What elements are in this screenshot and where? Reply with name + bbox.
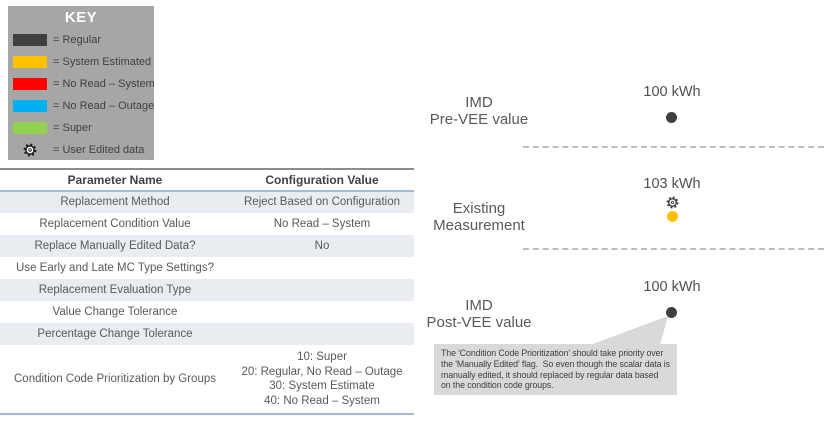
system-estimated-swatch bbox=[13, 56, 47, 68]
key-item-label: = Super bbox=[53, 122, 92, 134]
key-item-label: = No Read – Outage bbox=[53, 100, 155, 112]
configuration-value-cell bbox=[230, 279, 414, 301]
parameter-name-cell: Value Change Tolerance bbox=[52, 305, 178, 318]
configuration-value-cell: 10: Super 20: Regular, No Read – Outage … bbox=[230, 345, 414, 415]
existing-measurement-label: Existing Measurement bbox=[433, 200, 525, 234]
table-row: Replace Manually Edited Data? No bbox=[0, 235, 414, 257]
key-legend: KEY = Regular = System Estimated = No Re… bbox=[8, 6, 155, 161]
table-row: Condition Code Prioritization by Groups … bbox=[0, 345, 414, 415]
key-title: KEY bbox=[64, 9, 98, 26]
post-vee-value-label: 100 kWh bbox=[643, 279, 701, 295]
regular-data-point bbox=[666, 307, 677, 318]
key-item-no-read-outage: = No Read – Outage bbox=[8, 95, 154, 117]
regular-data-point bbox=[666, 112, 677, 123]
existing-value-label: 103 kWh bbox=[643, 176, 701, 192]
key-item-system-estimated: = System Estimated bbox=[8, 51, 154, 73]
parameter-name-cell: Condition Code Prioritization by Groups bbox=[0, 345, 230, 415]
table-row: Use Early and Late MC Type Settings? bbox=[0, 257, 414, 279]
parameter-name-cell: Replacement Evaluation Type bbox=[0, 279, 230, 301]
super-swatch bbox=[13, 122, 47, 134]
callout-pointer bbox=[590, 316, 668, 345]
table-row: Value Change Tolerance bbox=[0, 301, 414, 323]
configuration-value-cell bbox=[230, 301, 414, 323]
table-header-row: Parameter Name Configuration Value bbox=[0, 168, 414, 192]
separator-dashed-line bbox=[523, 146, 824, 148]
separator-dashed-line bbox=[523, 248, 824, 250]
key-item-label: = No Read – System bbox=[53, 78, 155, 90]
configuration-value-cell bbox=[230, 323, 414, 345]
no-read-outage-swatch bbox=[13, 100, 47, 112]
system-estimated-data-point bbox=[667, 211, 678, 222]
user-edited-gear-icon bbox=[666, 196, 679, 214]
key-item-user-edited: = User Edited data bbox=[8, 139, 154, 161]
imd-pre-vee-label: IMD Pre-VEE value bbox=[429, 94, 529, 128]
pre-vee-value-label: 100 kWh bbox=[643, 84, 701, 100]
column-header-configuration-value: Configuration Value bbox=[230, 168, 414, 192]
table-row: Replacement Evaluation Type bbox=[0, 279, 414, 301]
key-rows: = Regular = System Estimated = No Read –… bbox=[8, 29, 155, 161]
configuration-value-cell: No Read – System bbox=[273, 217, 371, 230]
regular-swatch bbox=[13, 34, 47, 46]
key-item-super: = Super bbox=[8, 117, 154, 139]
parameter-name-cell: Replacement Method bbox=[0, 191, 230, 213]
key-item-label: = System Estimated bbox=[53, 56, 152, 68]
column-header-parameter-name: Parameter Name bbox=[0, 168, 230, 192]
parameter-name-cell: Replacement Condition Value bbox=[39, 217, 191, 230]
parameter-name-cell: Use Early and Late MC Type Settings? bbox=[16, 261, 214, 274]
configuration-value-cell: No bbox=[230, 235, 414, 257]
configuration-value-cell: Reject Based on Configuration bbox=[230, 191, 414, 213]
gear-icon bbox=[13, 143, 47, 157]
callout-note: The 'Condition Code Prioritization' shou… bbox=[434, 344, 677, 396]
key-item-label: = Regular bbox=[53, 34, 102, 46]
config-table: Parameter Name Configuration Value Repla… bbox=[0, 168, 414, 415]
table-row: Replacement Condition Value No Read – Sy… bbox=[0, 213, 414, 235]
key-item-regular: = Regular bbox=[8, 29, 154, 51]
no-read-system-swatch bbox=[13, 78, 47, 90]
configuration-value-cell bbox=[230, 257, 414, 279]
imd-post-vee-label: IMD Post-VEE value bbox=[426, 297, 532, 331]
key-item-label: = User Edited data bbox=[53, 144, 145, 156]
parameter-name-cell: Replace Manually Edited Data? bbox=[0, 235, 230, 257]
key-item-no-read-system: = No Read – System bbox=[8, 73, 155, 95]
table-row: Percentage Change Tolerance bbox=[0, 323, 414, 345]
parameter-name-cell: Percentage Change Tolerance bbox=[0, 323, 230, 345]
table-row: Replacement Method Reject Based on Confi… bbox=[0, 191, 414, 213]
